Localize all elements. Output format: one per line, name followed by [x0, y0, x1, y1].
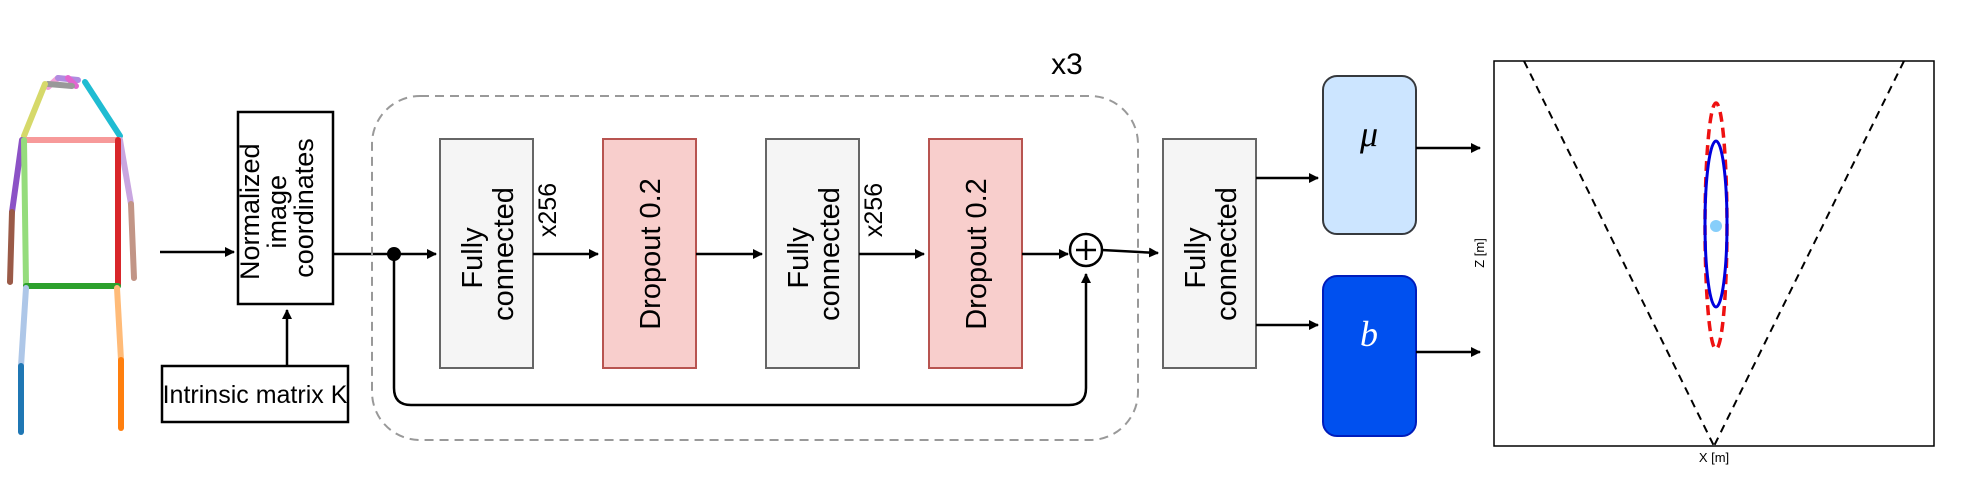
plot-frame	[1493, 60, 1935, 447]
repeat-label: x3	[1051, 48, 1083, 81]
fc1-label-line1: Fully	[457, 227, 489, 289]
svg-text:Fully connected: Fully connected	[783, 187, 846, 321]
intrinsic-matrix-label: Intrinsic matrix K	[163, 381, 348, 409]
fov-boundary-left	[1523, 60, 1715, 447]
b-symbol: b	[1360, 314, 1378, 354]
intrinsic-matrix-box: Intrinsic matrix K	[160, 364, 350, 424]
normalized-label-line3: coordinates	[289, 138, 319, 278]
repeat-block-group	[371, 95, 1139, 441]
normalized-label-line1: Normalized	[235, 143, 265, 280]
dropout1-label: Dropout 0.2	[635, 178, 667, 330]
dropout-block-1: Dropout 0.2	[602, 138, 697, 369]
fc2-label-line1: Fully	[783, 227, 815, 289]
residual-sum-node	[1068, 232, 1104, 268]
svg-text:Fully connected: Fully connected	[457, 187, 520, 321]
normalized-label-line2: image	[262, 175, 292, 249]
skip-connection-arrow	[392, 254, 1091, 407]
dim-label-2: x256	[860, 183, 888, 237]
dropout-block-2: Dropout 0.2	[928, 138, 1023, 369]
b-output-box: b	[1322, 275, 1417, 437]
dropout2-label: Dropout 0.2	[961, 178, 993, 330]
svg-text:Fully connected: Fully connected	[1180, 187, 1243, 321]
skeleton-pose-icon	[7, 75, 137, 435]
fc-out-label-line1: Fully	[1180, 227, 1212, 289]
plot-ylabel: Z [m]	[1472, 238, 1487, 268]
inner-uncertainty-ellipse	[1703, 139, 1729, 309]
fc-out-label-line2: connected	[1211, 187, 1243, 321]
dim-label-1: x256	[534, 183, 562, 237]
sum-to-fc-out-arrow	[1101, 247, 1159, 258]
fully-connected-block-1: Fully connected	[439, 138, 534, 369]
fc2-label-line2: connected	[814, 187, 846, 321]
fully-connected-output-block: Fully connected	[1162, 138, 1257, 369]
svg-text:Normalized image c: Normalized image coordinates	[235, 136, 319, 280]
fov-boundary-right	[1713, 60, 1905, 447]
fully-connected-block-2: Fully connected	[765, 138, 860, 369]
mu-output-box: μ	[1322, 75, 1417, 235]
fc1-label-line2: connected	[488, 187, 520, 321]
normalized-coordinates-box: Normalized image coordinates	[235, 110, 335, 306]
predicted-location-dot	[1710, 220, 1722, 232]
plot-xlabel: X [m]	[1699, 450, 1729, 465]
mu-symbol: μ	[1359, 114, 1378, 154]
output-distribution-plot: Z [m] X [m]	[1472, 60, 1935, 465]
